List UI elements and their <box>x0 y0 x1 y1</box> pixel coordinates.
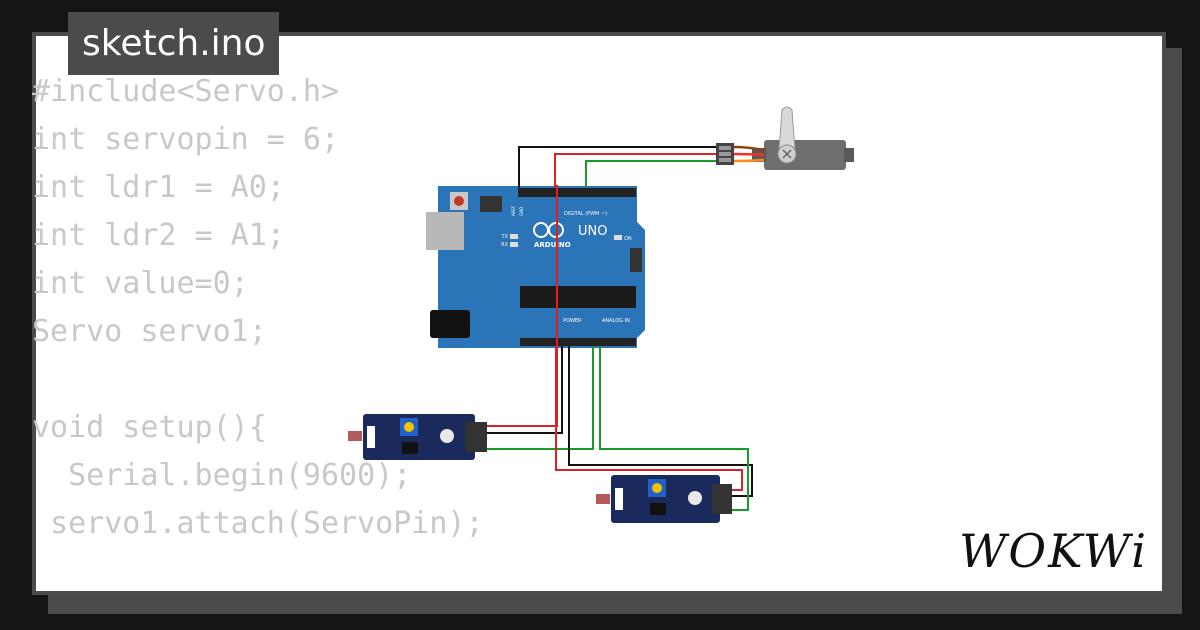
wires <box>487 146 753 511</box>
code-preview: #include<Servo.h> int servopin = 6; int ld… <box>32 68 484 548</box>
code-line: int servopin = 6; <box>32 122 340 157</box>
sensor-pins <box>712 484 732 514</box>
wire-ldr1-gnd <box>487 346 563 434</box>
power-analog-header <box>520 338 636 346</box>
code-line: void setup(){ <box>32 410 267 445</box>
ldr-sensor-module-2[interactable] <box>596 475 732 523</box>
sensor-pcb <box>611 475 720 523</box>
rx-led <box>510 242 518 247</box>
code-line: Servo servo1; <box>32 314 267 349</box>
wire-ldr2-out <box>599 346 749 511</box>
servo-body <box>764 140 846 170</box>
wokwi-logo: WOKWi <box>959 524 1148 578</box>
code-line: int ldr1 = A0; <box>32 170 285 205</box>
analog-label: ANALOG IN <box>602 318 630 324</box>
board-model: UNO <box>578 224 607 239</box>
usb-port <box>426 212 464 250</box>
wire-servo-vcc <box>487 153 716 427</box>
ldr-sensor-module-1[interactable] <box>348 414 487 460</box>
code-line: int ldr2 = A1; <box>32 218 285 253</box>
digital-label: DIGITAL (PWM ~) <box>564 211 607 217</box>
wire-ldr1-out <box>487 346 594 450</box>
sensor-pcb <box>363 414 475 460</box>
wire-ldr2-gnd <box>568 346 753 497</box>
servo-mount-right <box>844 148 854 162</box>
on-led <box>614 235 622 240</box>
code-line: #include<Servo.h> <box>32 74 340 109</box>
digital-header <box>518 188 636 197</box>
wire-servo-gnd <box>518 146 716 188</box>
arduino-uno-board[interactable]: UNO ARDUINO DIGITAL (PWM ~) POWER ANALOG… <box>426 186 645 348</box>
gnd-label: GND <box>519 207 524 216</box>
sensor-led <box>367 426 375 448</box>
code-line: Serial.begin(9600); <box>32 458 412 493</box>
servo-motor[interactable] <box>716 106 854 170</box>
comparator-chip <box>402 442 418 454</box>
ldr-photoresistor-icon <box>348 431 362 441</box>
servo-screw-icon <box>782 149 792 159</box>
board-brand: ARDUINO <box>534 241 571 249</box>
ldr-photoresistor-icon <box>596 494 610 504</box>
icsp-header <box>480 196 502 212</box>
wire-servo-signal <box>585 160 716 188</box>
indicator-led <box>688 491 702 505</box>
rx-label: RX <box>501 242 508 248</box>
power-jack <box>430 310 470 338</box>
servo-horn <box>778 106 796 151</box>
sensor-pins <box>465 422 487 452</box>
tx-led <box>510 234 518 239</box>
sketch-title[interactable]: sketch.ino <box>68 12 280 75</box>
tx-label: TX <box>501 234 509 240</box>
aref-label: AREF <box>511 205 516 216</box>
indicator-led <box>440 429 454 443</box>
sensor-led <box>615 488 623 510</box>
comparator-chip <box>650 503 666 515</box>
wire-ldr2-vcc <box>555 346 743 491</box>
code-line: servo1.attach(ServoPin); <box>32 506 484 541</box>
icsp-header-right <box>630 248 642 272</box>
on-label: ON <box>624 236 632 242</box>
atmega-chip <box>520 286 636 308</box>
code-line: int value=0; <box>32 266 249 301</box>
power-label: POWER <box>563 318 582 324</box>
